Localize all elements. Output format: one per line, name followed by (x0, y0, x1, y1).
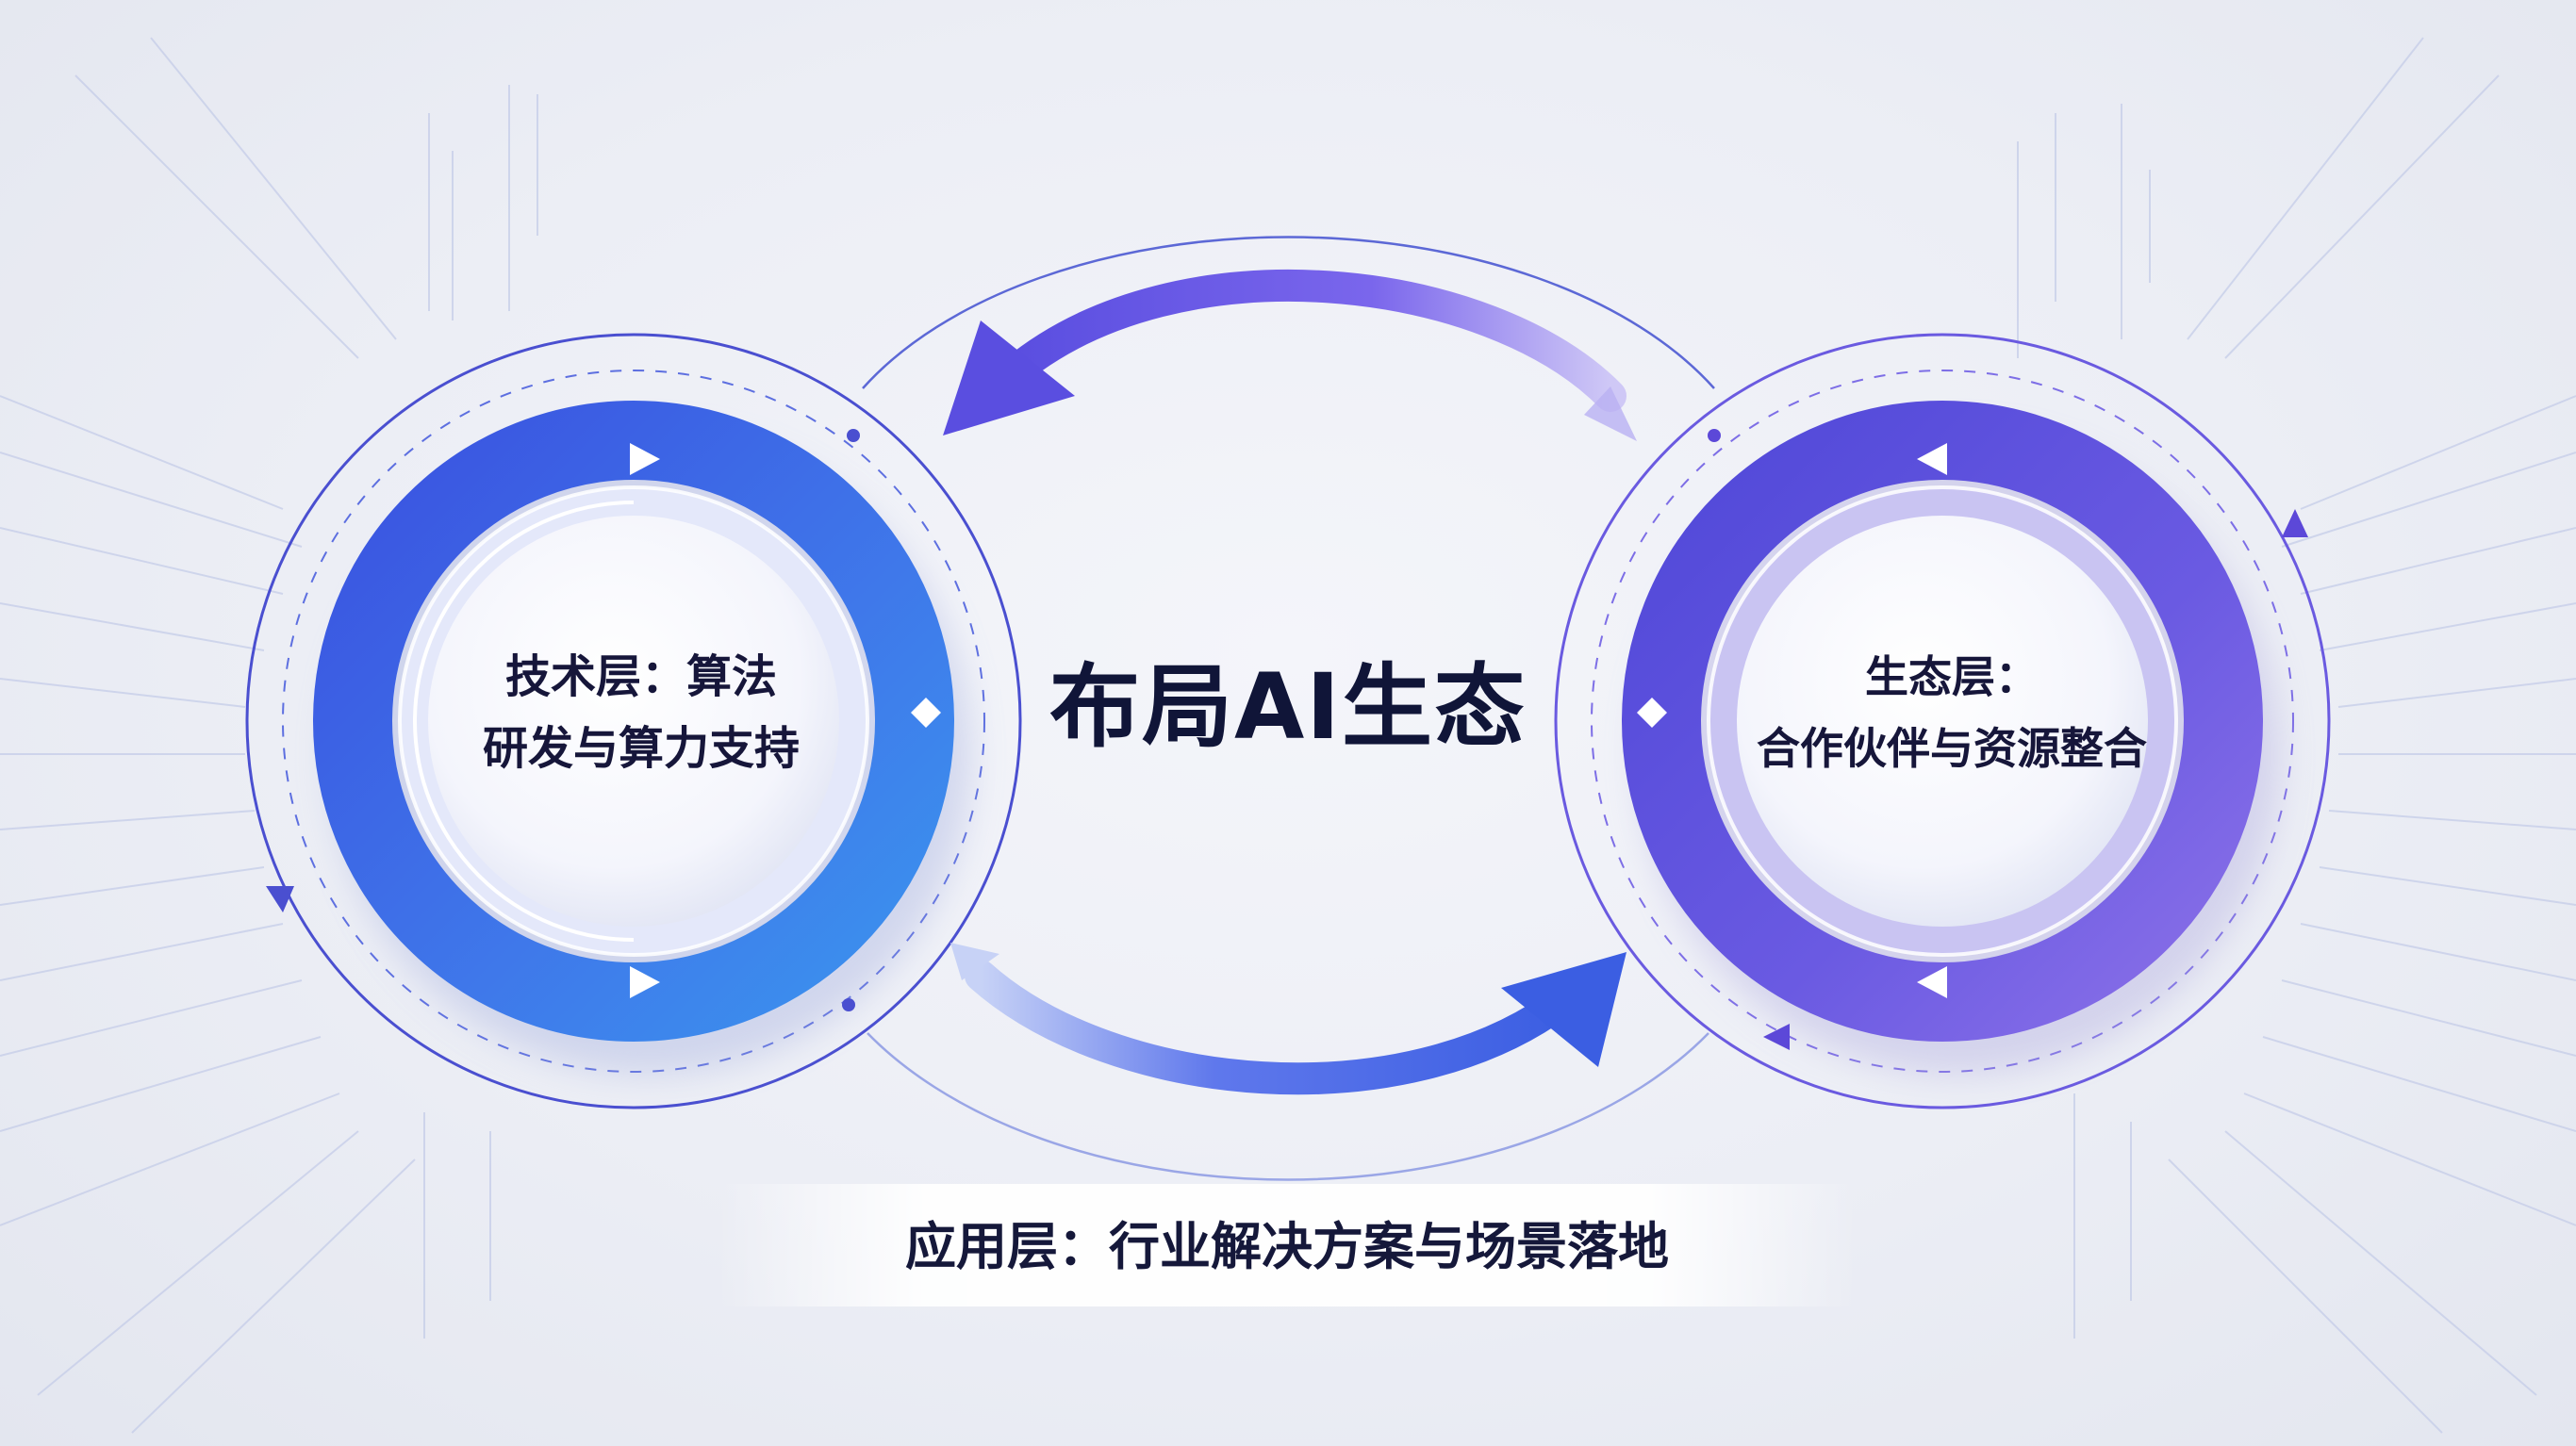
tech-layer-line1: 技术层：算法 (504, 650, 777, 703)
ecosystem-layer-line2: 合作伙伴与资源整合 (1757, 723, 2147, 774)
outline-arcs (862, 236, 1715, 1181)
top-arrow (943, 270, 1637, 441)
right-streaks (2017, 37, 2576, 1434)
application-layer-banner (717, 1184, 1858, 1306)
center-title: 布局AI生态 (1049, 654, 1527, 760)
right-main-ring (1622, 401, 2263, 1042)
application-layer-label: 应用层：行业解决方案与场景落地 (905, 1217, 1669, 1276)
left-outer-markers (266, 429, 860, 1011)
right-outer-markers (1708, 429, 2308, 1050)
left-main-ring (313, 401, 954, 1042)
left-ring-markers (630, 443, 941, 998)
tech-layer-line2: 研发与算力支持 (482, 722, 800, 775)
bottom-arrow (950, 943, 1627, 1095)
ecosystem-layer-line1: 生态层： (1865, 651, 2039, 702)
tech-layer-label: 技术层：算法 研发与算力支持 (453, 641, 830, 784)
left-streaks (0, 37, 538, 1434)
ecosystem-layer-label: 生态层： 合作伙伴与资源整合 (1726, 641, 2178, 784)
right-ring-markers (1637, 443, 1947, 998)
